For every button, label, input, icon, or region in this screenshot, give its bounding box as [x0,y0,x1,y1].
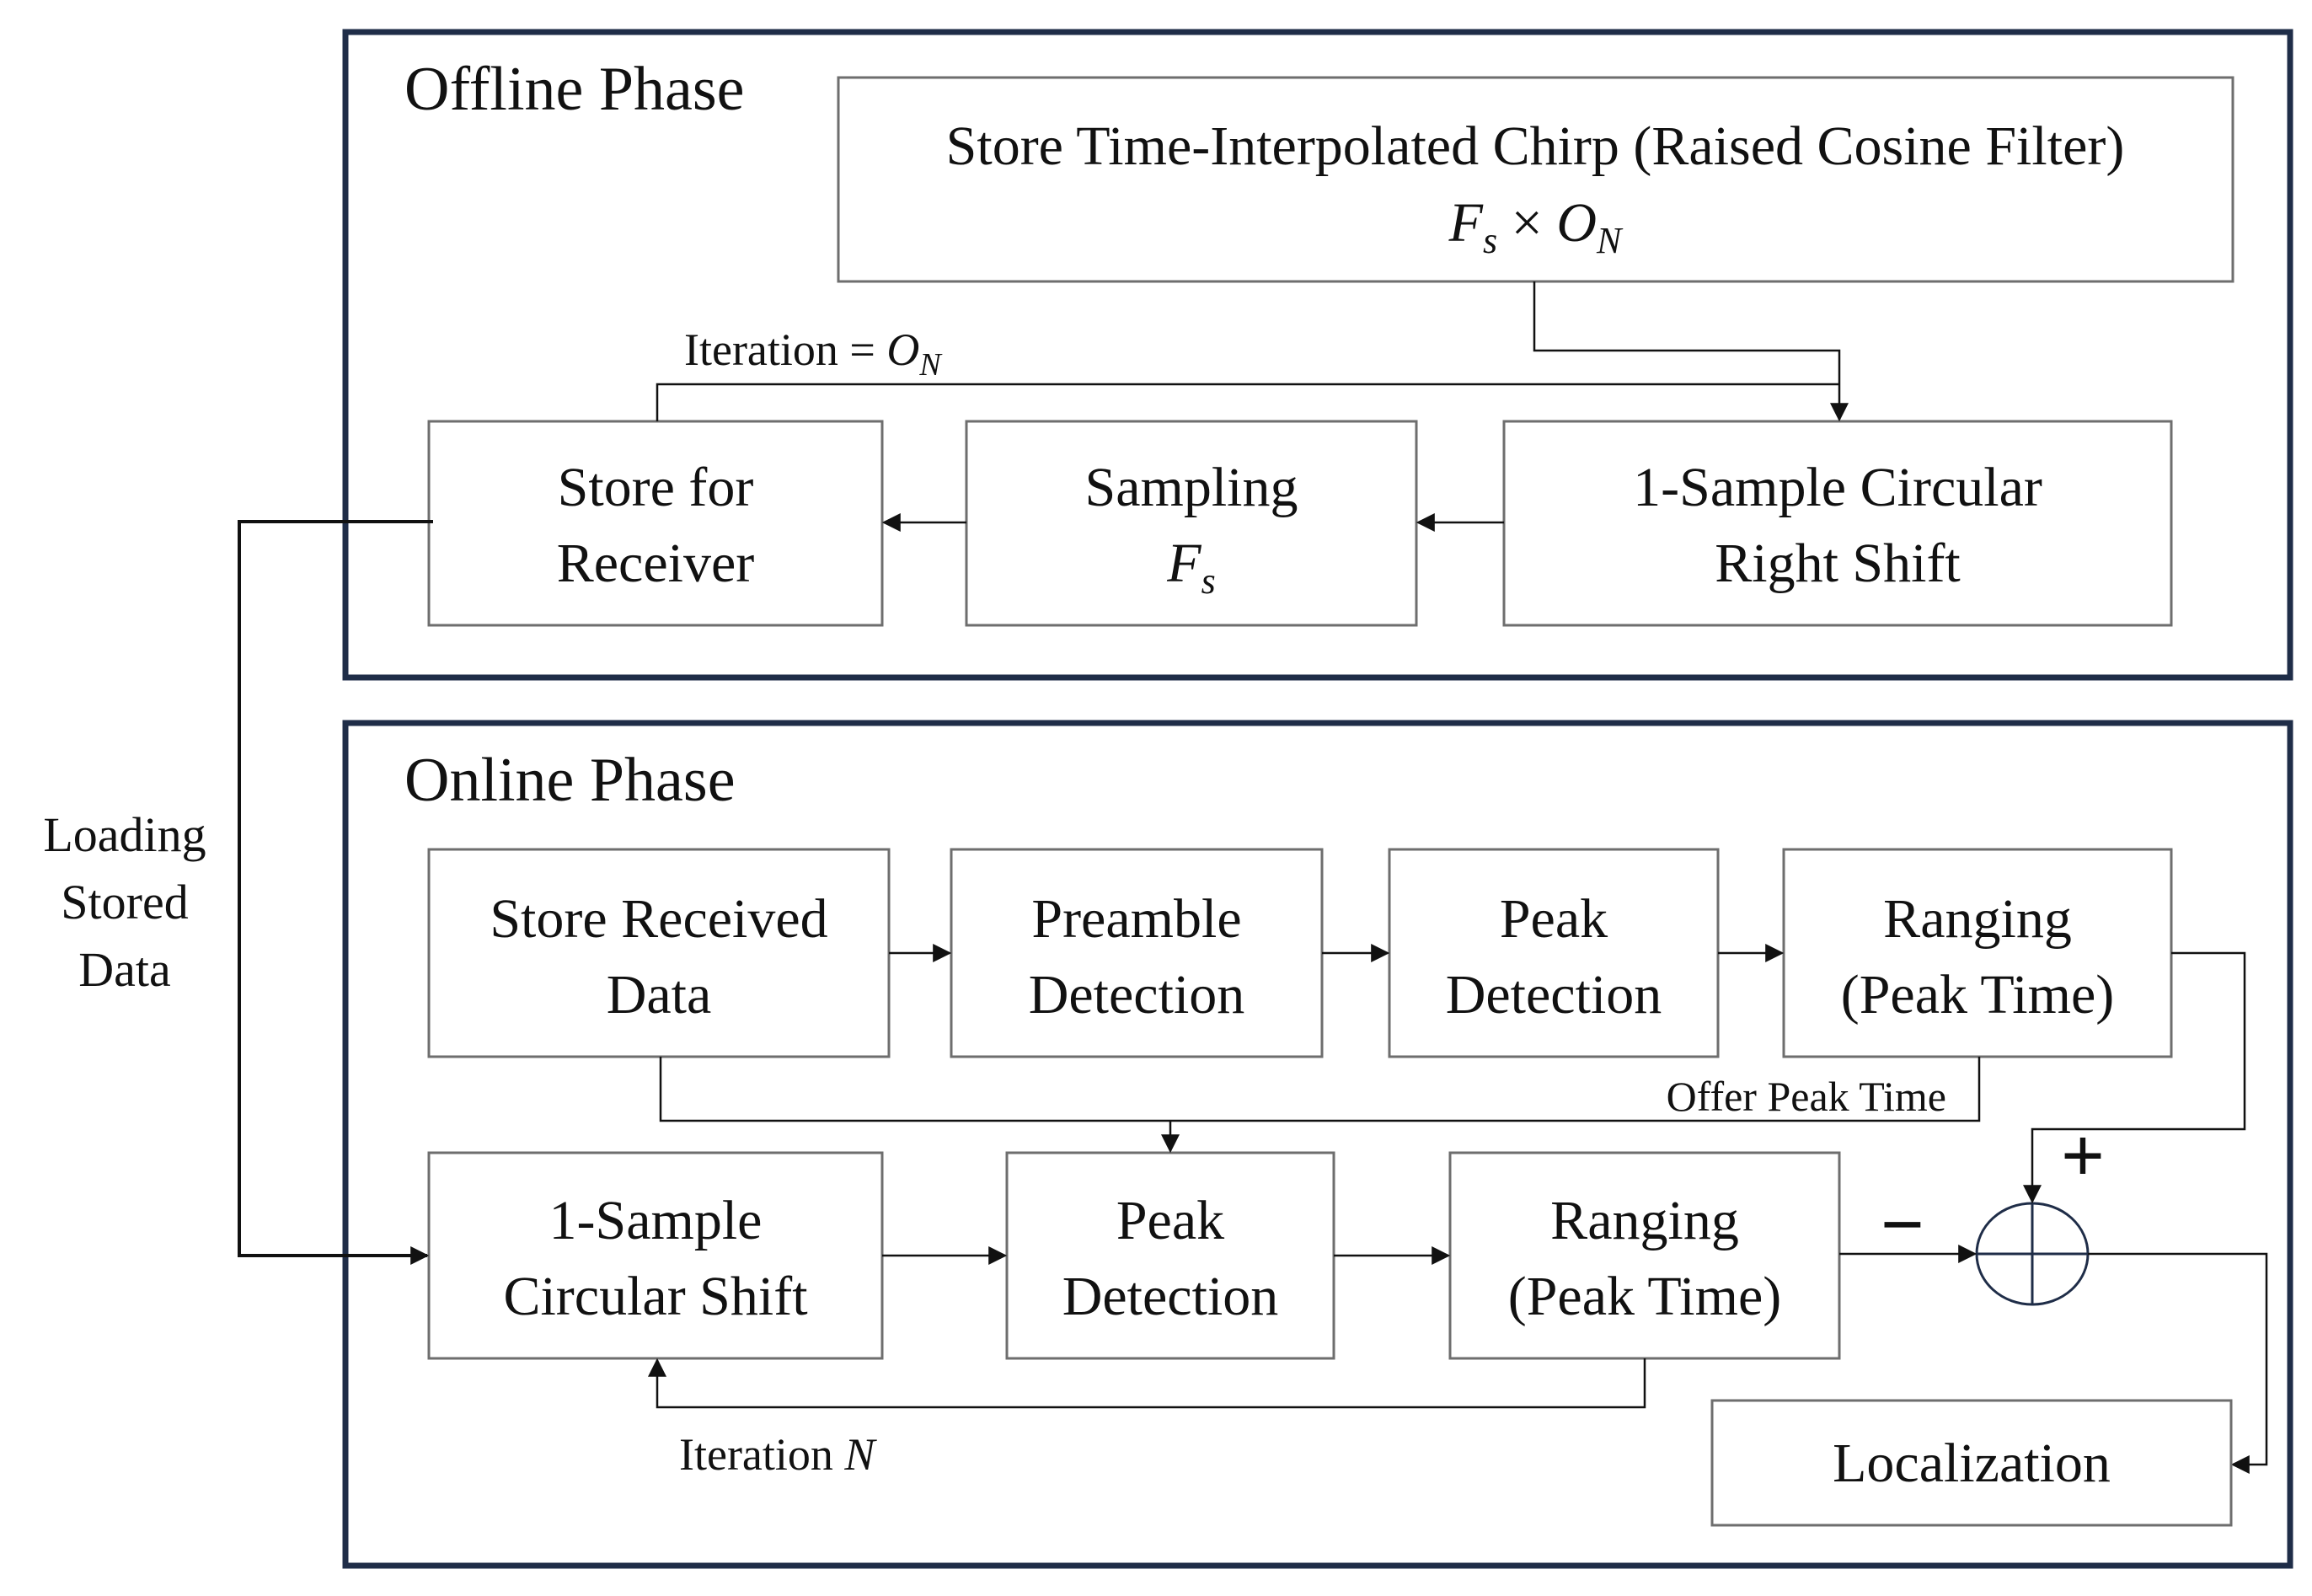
ranging-bottom-box: Ranging (Peak Time) [1448,1151,1841,1360]
circular-shift-line1: 1-Sample [549,1190,763,1251]
localization-label: Localization [1833,1433,2111,1494]
sampling-box: Sampling Fs [965,420,1418,627]
store-received-line1: Store Received [490,888,827,950]
side-label-line1: Loading [43,807,206,862]
store-for-receiver-line1: Store for [558,457,754,518]
iteration-n-loop [648,1358,1646,1409]
ranging-bottom-line2: (Peak Time) [1508,1266,1782,1327]
side-label-line2: Stored [61,875,188,929]
ranging-bottom-line1: Ranging [1550,1190,1739,1251]
offer-peak-time-label: Offer Peak Time [1667,1073,1946,1120]
side-label-line3: Data [78,942,171,997]
right-shift-box: 1-Sample Circular Right Shift [1502,420,2173,627]
preamble-line1: Preamble [1031,888,1241,950]
peak-top-line2: Detection [1446,964,1662,1026]
loading-stored-data-arrow [238,520,433,1265]
chirp-formula: Fs × ON [1448,192,1624,261]
store-received-line2: Data [607,964,712,1026]
store-for-receiver-line2: Receiver [557,533,755,594]
received-to-peak-line [659,1057,1981,1122]
right-shift-line1: 1-Sample Circular [1633,457,2042,518]
iteration-loop-line [656,383,1839,421]
chirp-store-box: Store Time-Interpolated Chirp (Raised Co… [837,76,2234,283]
circular-shift-line2: Circular Shift [503,1266,807,1327]
offline-iteration-label: Iteration = ON [684,324,943,383]
ranging-top-to-sum-arrow [2023,951,2246,1204]
circular-shift-box: 1-Sample Circular Shift [427,1151,884,1360]
peak-bottom-line2: Detection [1062,1266,1279,1327]
ranging-top-box: Ranging (Peak Time) [1782,848,2173,1058]
plus-sign: + [2061,1112,2105,1198]
store-for-receiver-box: Store for Receiver [427,420,884,627]
ranging-top-line2: (Peak Time) [1841,964,2115,1026]
offline-phase-title: Offline Phase [404,55,745,124]
online-iteration-label: Iteration N [679,1429,877,1480]
summing-junction [1975,1202,2090,1306]
preamble-detection-box: Preamble Detection [950,848,1324,1058]
localization-box: Localization [1710,1399,2233,1527]
sampling-formula: Fs [1166,533,1215,602]
sampling-line1: Sampling [1084,457,1298,518]
sum-to-localization-arrow [2088,1252,2268,1474]
online-phase-title: Online Phase [404,746,736,815]
store-received-data-box: Store Received Data [427,848,891,1058]
peak-detection-top-box: Peak Detection [1388,848,1720,1058]
peak-bottom-line1: Peak [1116,1190,1224,1251]
preamble-line2: Detection [1029,964,1245,1026]
peak-top-line1: Peak [1500,888,1608,950]
ranging-top-line1: Ranging [1883,888,2072,950]
peak-detection-bottom-box: Peak Detection [1005,1151,1335,1360]
chirp-store-label: Store Time-Interpolated Chirp (Raised Co… [946,115,2125,177]
right-shift-line2: Right Shift [1715,533,1961,594]
